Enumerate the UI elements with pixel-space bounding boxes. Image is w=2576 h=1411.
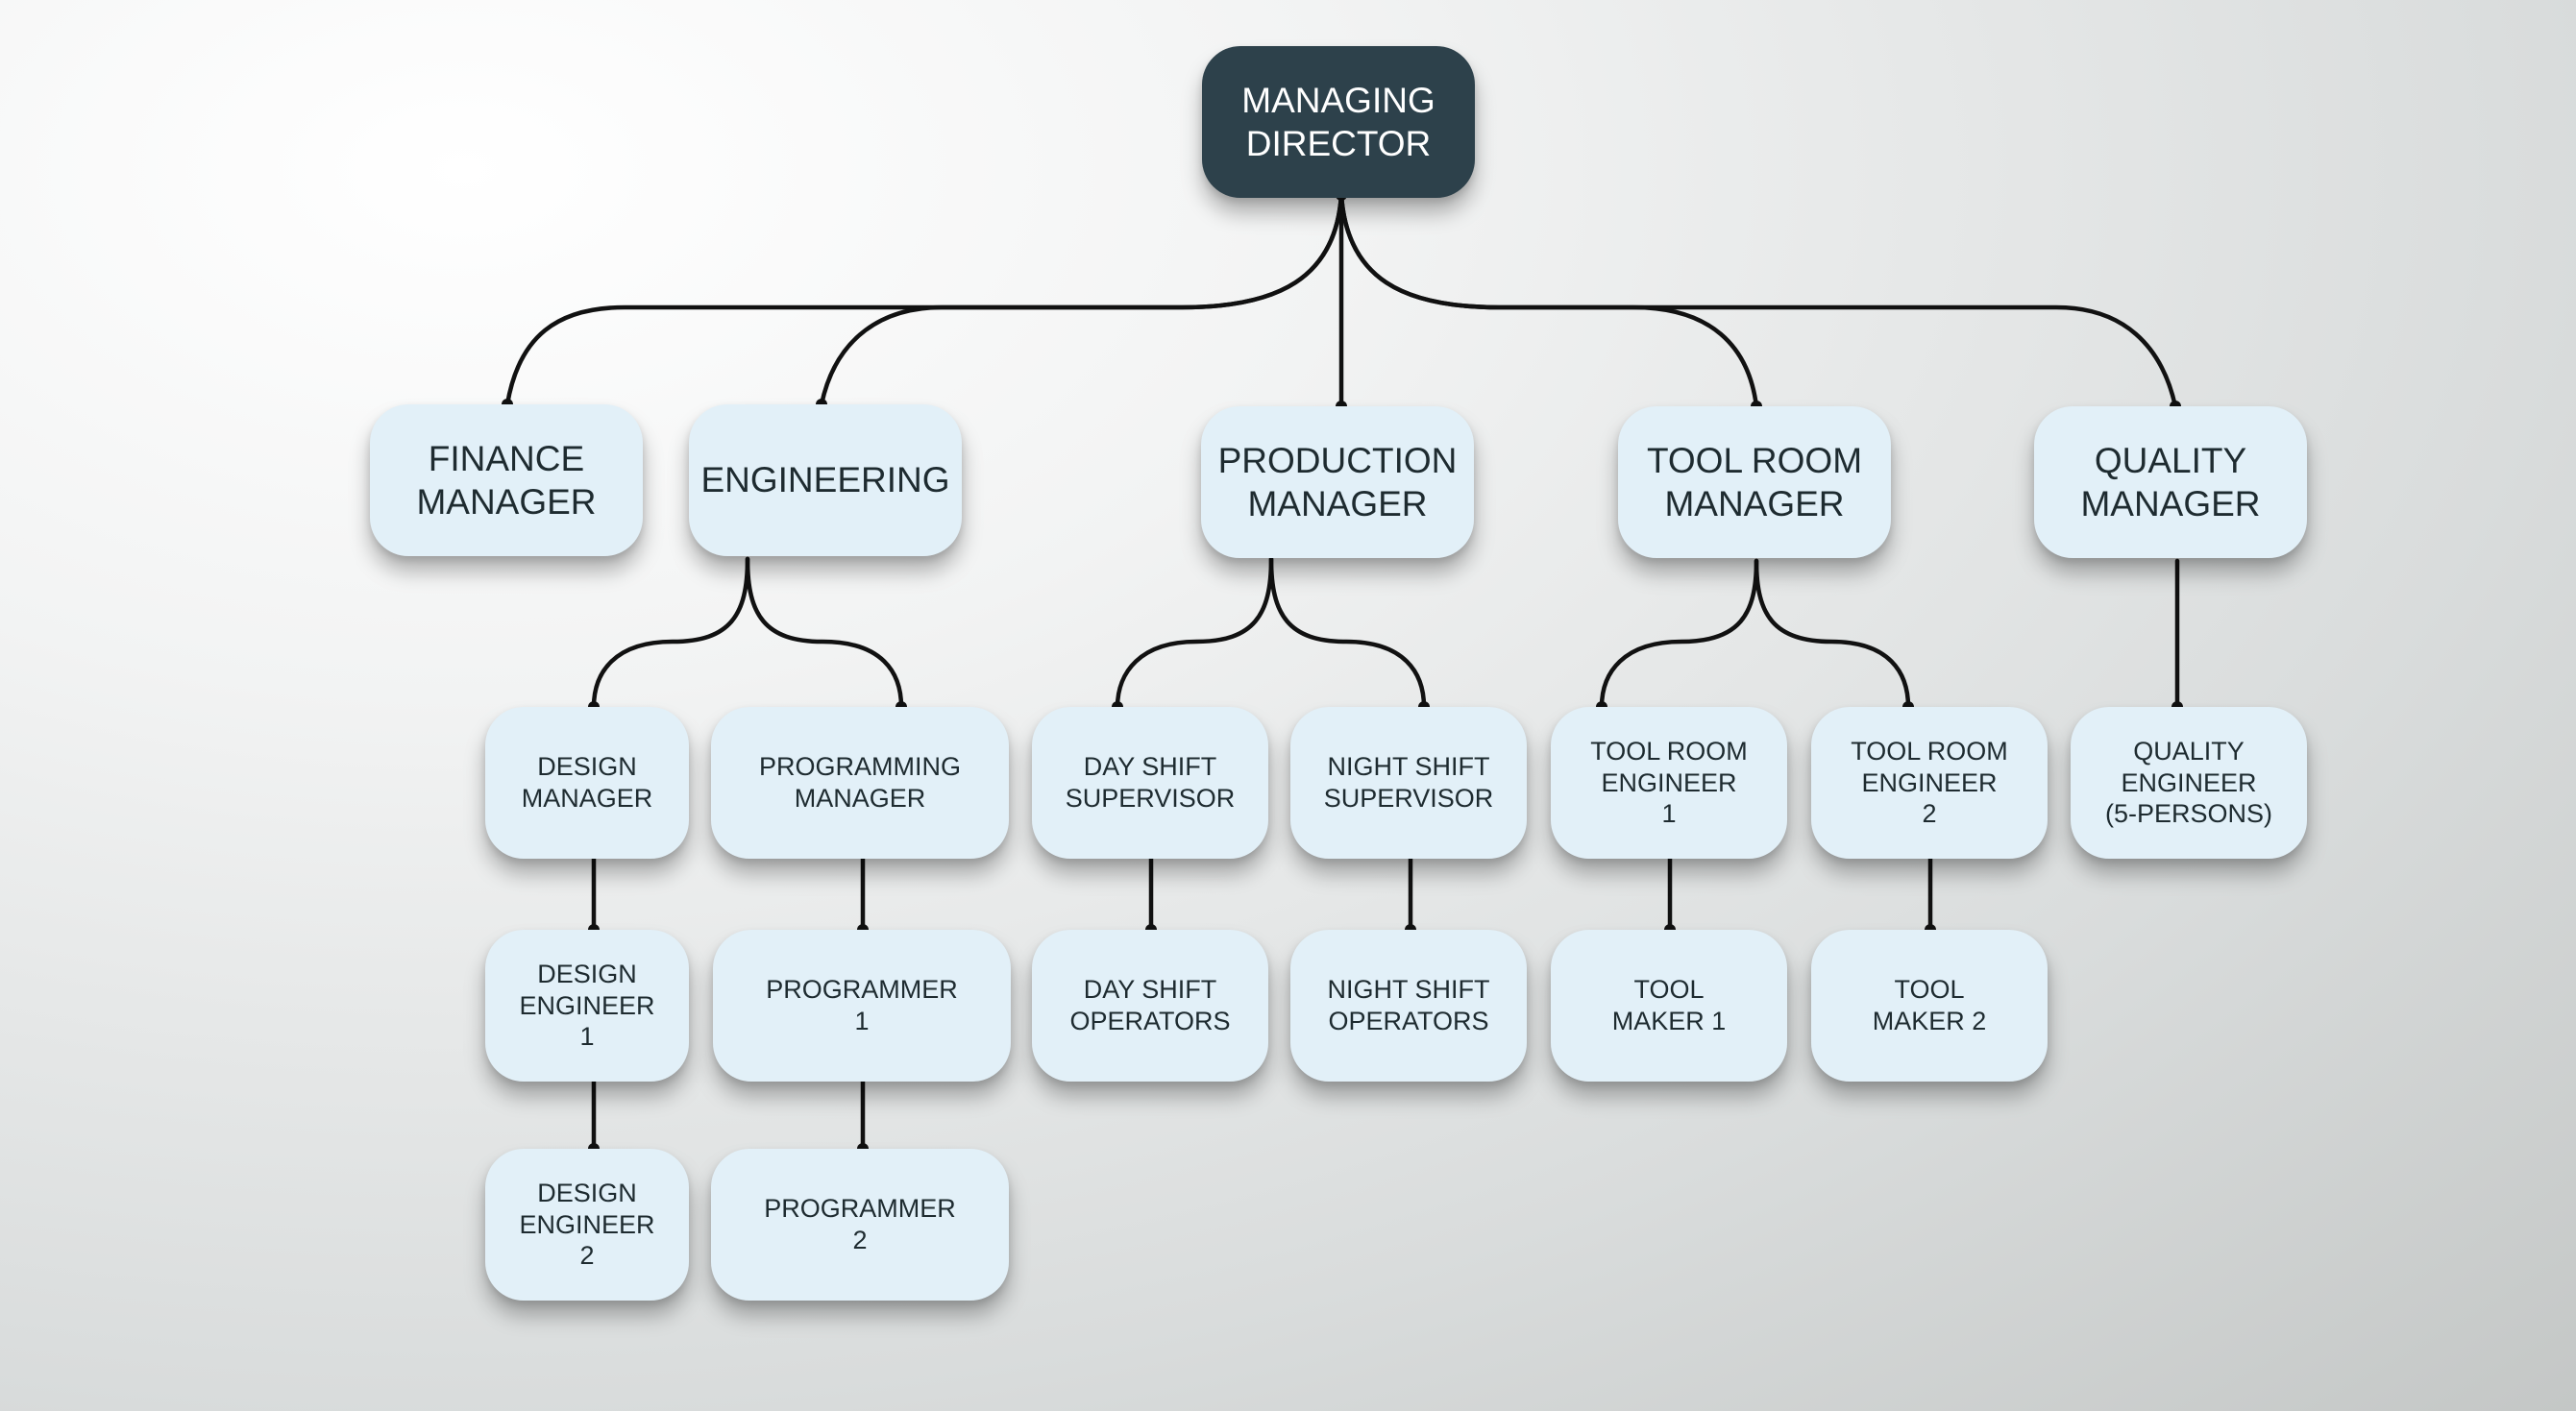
edge-md-finance (504, 192, 1344, 407)
node-quality-engineer: QUALITY ENGINEER (5-PERSONS) (2071, 707, 2307, 859)
node-finance-manager: FINANCE MANAGER (370, 404, 643, 556)
node-design-engineer-1: DESIGN ENGINEER 1 (485, 930, 689, 1082)
node-production-manager: PRODUCTION MANAGER (1201, 406, 1474, 558)
node-tool-room-engineer-2: TOOL ROOM ENGINEER 2 (1811, 707, 2048, 859)
node-programming-manager: PROGRAMMING MANAGER (711, 707, 1009, 859)
node-day-shift-operators: DAY SHIFT OPERATORS (1032, 930, 1268, 1082)
node-tool-room-manager: TOOL ROOM MANAGER (1618, 406, 1891, 558)
node-design-manager: DESIGN MANAGER (485, 707, 689, 859)
edge-toolroom-tr-eng1 (1599, 558, 1759, 710)
node-quality-manager: QUALITY MANAGER (2034, 406, 2307, 558)
edge-engineering-design-mgr (591, 556, 750, 710)
node-engineering: ENGINEERING (689, 404, 962, 556)
node-day-shift-supervisor: DAY SHIFT SUPERVISOR (1032, 707, 1268, 859)
edge-md-engineering (819, 192, 1344, 407)
node-programmer-1: PROGRAMMER 1 (713, 930, 1011, 1082)
node-tool-room-engineer-1: TOOL ROOM ENGINEER 1 (1551, 707, 1787, 859)
node-tool-maker-2: TOOL MAKER 2 (1811, 930, 2048, 1082)
edge-md-toolroom (1338, 192, 1759, 409)
edge-production-day-sup (1115, 556, 1274, 710)
edge-md-quality (1338, 192, 2178, 409)
edge-toolroom-tr-eng2 (1754, 558, 1911, 710)
node-tool-maker-1: TOOL MAKER 1 (1551, 930, 1787, 1082)
edge-production-night-sup (1268, 556, 1427, 710)
node-night-shift-supervisor: NIGHT SHIFT SUPERVISOR (1290, 707, 1527, 859)
node-night-shift-operators: NIGHT SHIFT OPERATORS (1290, 930, 1527, 1082)
node-managing-director: MANAGING DIRECTOR (1202, 46, 1475, 198)
edge-engineering-prog-mgr (745, 556, 904, 710)
node-design-engineer-2: DESIGN ENGINEER 2 (485, 1149, 689, 1301)
node-programmer-2: PROGRAMMER 2 (711, 1149, 1009, 1301)
